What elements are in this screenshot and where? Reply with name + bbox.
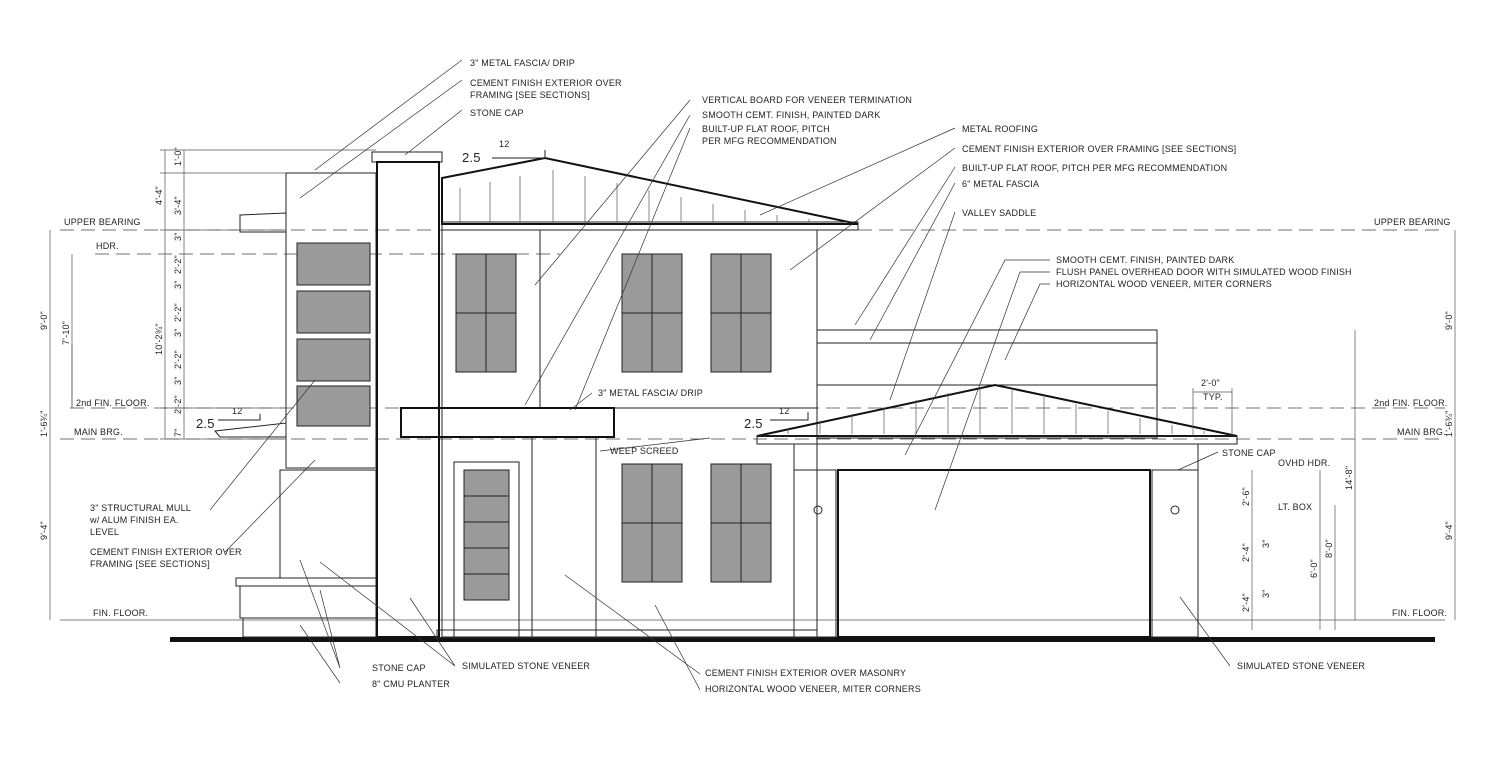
- dim-2-0: 2'-0": [1201, 378, 1220, 388]
- level-upper-bearing: UPPER BEARING: [64, 217, 141, 227]
- level-upper-bearing: UPPER BEARING: [1374, 217, 1451, 227]
- dim-1-6: 1'-6¾": [39, 410, 49, 437]
- dim-6-0: 6'-0": [1309, 559, 1319, 578]
- note-fascia-drip: 3" METAL FASCIA/ DRIP: [470, 58, 575, 68]
- note-builtup-roof: BUILT-UP FLAT ROOF, PITCH: [702, 124, 830, 134]
- note-flush-panel-door: FLUSH PANEL OVERHEAD DOOR WITH SIMULATED…: [1056, 267, 1352, 277]
- dim-1-0: 1'-0": [173, 147, 183, 166]
- dim-3: 3": [173, 232, 183, 241]
- note-smooth-cemt: SMOOTH CEMT. FINISH, PAINTED DARK: [702, 110, 880, 120]
- dim-7: 7": [173, 428, 183, 437]
- pitch-run: 12: [499, 139, 509, 149]
- level-second-floor: 2nd FIN. FLOOR.: [1374, 398, 1448, 408]
- dim-9-4: 9'-4": [1444, 521, 1454, 540]
- dimensions-right: 9'-0" 1'-6¾" 9'-4" 14'-8" 8'-0" 6'-0" 2'…: [1192, 230, 1456, 630]
- left-tower: [214, 172, 377, 638]
- dim-1-6: 1'-6¾": [1444, 410, 1454, 437]
- note-metal-roofing: METAL ROOFING: [962, 124, 1038, 134]
- note-fascia-drip: 3" METAL FASCIA/ DRIP: [598, 388, 703, 398]
- note-cement-framing: CEMENT FINISH EXTERIOR OVER FRAMING [SEE…: [962, 144, 1236, 154]
- pitch-rise: 2.5: [196, 416, 215, 431]
- dim-2-2: 2'-2": [173, 395, 183, 414]
- note-stone-cap: STONE CAP: [1222, 448, 1276, 458]
- dim-2-4: 2'-4": [1241, 593, 1251, 612]
- note-structural-mull: w/ ALUM FINISH EA.: [89, 515, 179, 525]
- note-simulated-stone: SIMULATED STONE VENEER: [462, 661, 590, 671]
- pitch-run: 12: [779, 406, 789, 416]
- level-hdr: HDR.: [96, 241, 119, 251]
- note-cement-framing: FRAMING [SEE SECTIONS]: [470, 90, 590, 100]
- level-fin-floor: FIN. FLOOR.: [93, 608, 148, 618]
- dim-3: 3": [1261, 589, 1271, 598]
- leader-lines: [209, 59, 1231, 691]
- pitch-rise: 2.5: [744, 416, 763, 431]
- dim-9-4: 9'-4": [39, 521, 49, 540]
- level-fin-floor: FIN. FLOOR.: [1392, 608, 1447, 618]
- note-stone-cap: STONE CAP: [372, 663, 426, 673]
- dim-14-8: 14'-8": [1344, 466, 1354, 490]
- note-weep-screed: WEEP SCREED: [610, 446, 679, 456]
- pitch-markers: 2.5 12 2.5 12 2.5 12: [196, 139, 809, 431]
- note-smooth-cemt: SMOOTH CEMT. FINISH, PAINTED DARK: [1056, 255, 1234, 265]
- level-main-brg: MAIN BRG.: [74, 427, 123, 437]
- stone-column: [376, 161, 440, 638]
- dim-8-0: 8'-0": [1324, 539, 1334, 558]
- note-builtup-roof: PER MFG RECOMMENDATION: [702, 136, 837, 146]
- note-horizontal-wood: HORIZONTAL WOOD VENEER, MITER CORNERS: [1056, 279, 1272, 289]
- note-builtup-roof: BUILT-UP FLAT ROOF, PITCH PER MFG RECOMM…: [962, 163, 1227, 173]
- note-structural-mull: LEVEL: [90, 527, 119, 537]
- dim-2-2: 2'-2": [173, 255, 183, 274]
- dim-2-2: 2'-2": [173, 303, 183, 322]
- note-metal-fascia: 6" METAL FASCIA: [962, 179, 1039, 189]
- note-cement-framing: FRAMING [SEE SECTIONS]: [90, 559, 210, 569]
- dimensions-left: 9'-0" 7'-10" 1'-6¾" 9'-4" 4'-4" 10'-2¾" …: [39, 147, 376, 620]
- dim-7-10: 7'-10": [61, 321, 71, 345]
- dim-9-0: 9'-0": [39, 311, 49, 330]
- entry-canopy: [400, 407, 615, 438]
- note-cement-masonry: CEMENT FINISH EXTERIOR OVER MASONRY: [705, 668, 906, 678]
- dim-3: 3": [1261, 539, 1271, 548]
- note-vertical-board: VERTICAL BOARD FOR VENEER TERMINATION: [702, 95, 912, 105]
- dim-2-4: 2'-4": [1241, 543, 1251, 562]
- level-second-floor: 2nd FIN. FLOOR.: [76, 398, 150, 408]
- note-horizontal-wood: HORIZONTAL WOOD VENEER, MITER CORNERS: [705, 684, 921, 694]
- note-cement-framing: CEMENT FINISH EXTERIOR OVER: [90, 547, 242, 557]
- pitch-run: 12: [232, 406, 242, 416]
- level-ovhd-hdr: OVHD HDR.: [1278, 458, 1330, 468]
- dim-3: 3": [173, 280, 183, 289]
- main-house: [400, 156, 859, 639]
- garage-wing: [756, 329, 1238, 638]
- level-lt-box: LT. BOX: [1278, 502, 1312, 512]
- note-cement-framing: CEMENT FINISH EXTERIOR OVER: [470, 78, 622, 88]
- dim-2-6: 2'-6": [1241, 487, 1251, 506]
- pitch-rise: 2.5: [462, 150, 481, 165]
- level-main-brg: MAIN BRG.: [1397, 427, 1446, 437]
- level-labels: UPPER BEARING UPPER BEARING HDR. 2nd FIN…: [64, 217, 1451, 618]
- note-simulated-stone: SIMULATED STONE VENEER: [1237, 661, 1365, 671]
- note-structural-mull: 3" STRUCTURAL MULL: [90, 503, 191, 513]
- dim-4-4: 4'-4": [154, 186, 164, 205]
- note-stone-cap: STONE CAP: [470, 108, 524, 118]
- note-valley-saddle: VALLEY SADDLE: [962, 208, 1036, 218]
- dim-3-4: 3'-4": [173, 196, 183, 215]
- note-cmu-planter: 8" CMU PLANTER: [372, 679, 450, 689]
- overhead-garage-door: [837, 469, 1151, 638]
- dim-9-0: 9'-0": [1444, 311, 1454, 330]
- dim-typ: TYP.: [1203, 392, 1223, 402]
- dim-3: 3": [173, 376, 183, 385]
- dim-3: 3": [173, 328, 183, 337]
- notes: 3" METAL FASCIA/ DRIP CEMENT FINISH EXTE…: [89, 58, 1365, 694]
- ground-line: [170, 637, 1435, 642]
- dim-10-2: 10'-2¾": [154, 323, 164, 355]
- dim-2-2: 2'-2": [173, 350, 183, 369]
